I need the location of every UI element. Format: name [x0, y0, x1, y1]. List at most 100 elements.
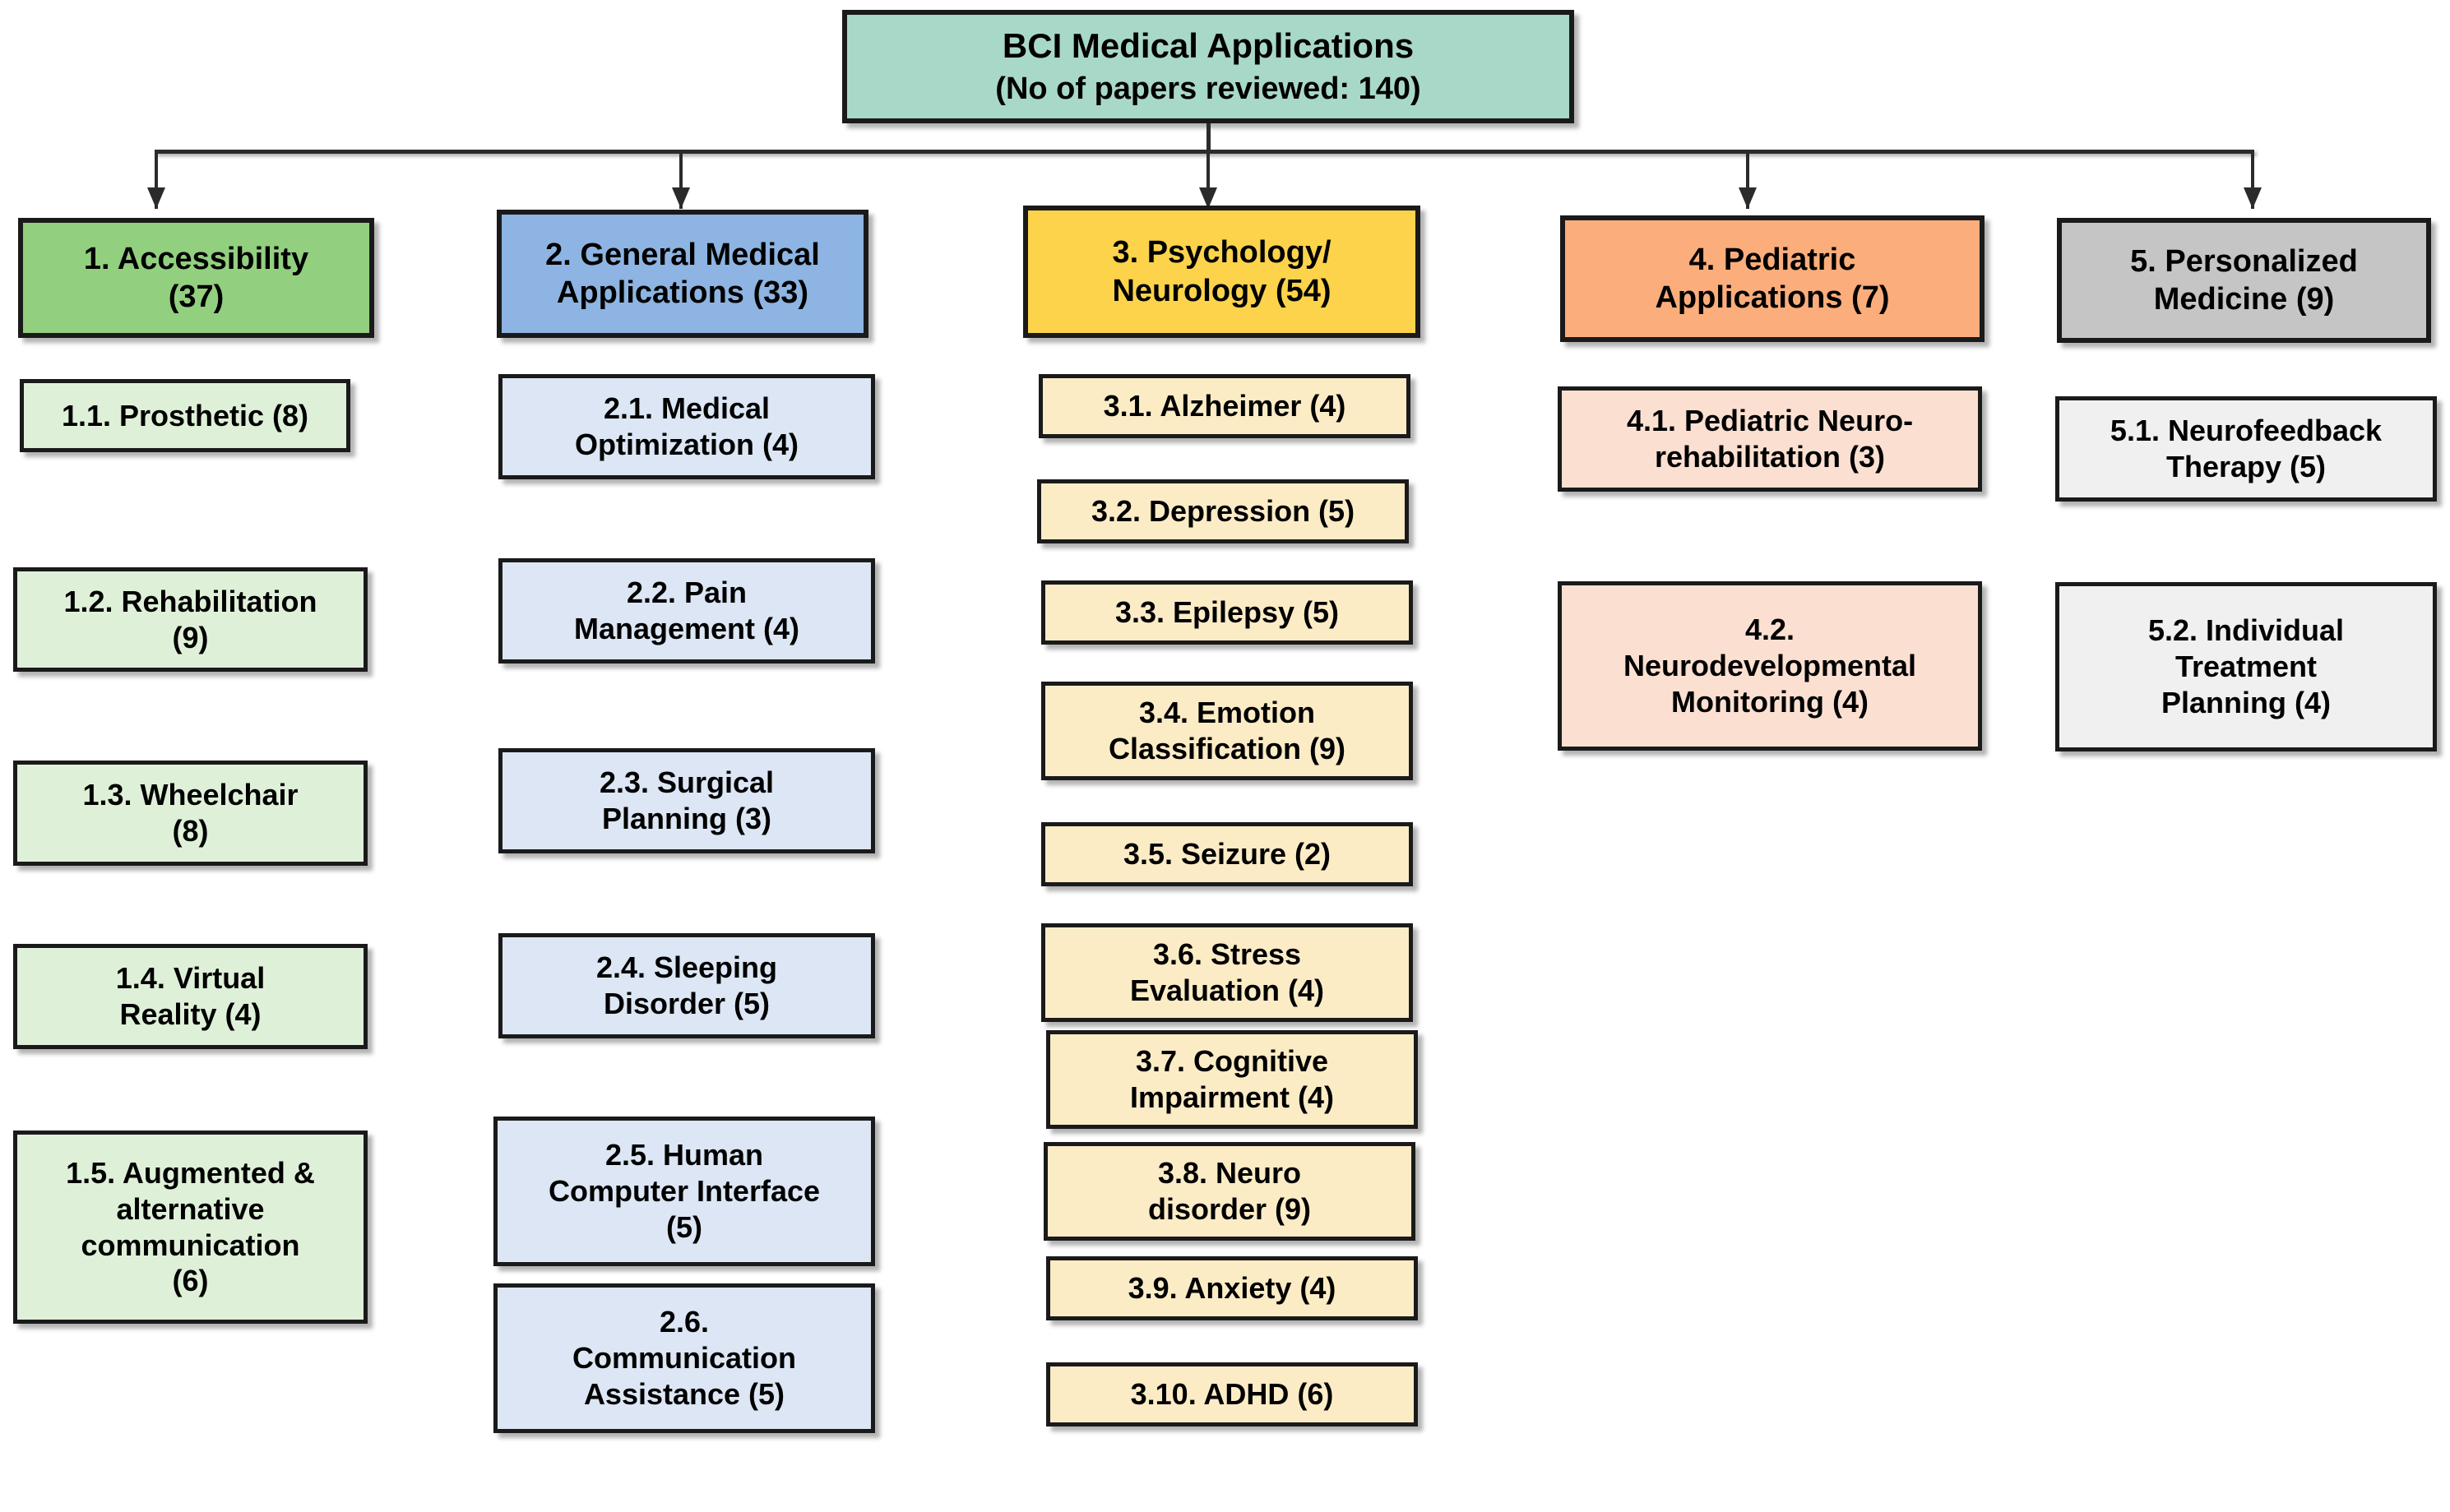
subcategory-3-10[interactable]: 3.10. ADHD (6)	[1046, 1362, 1418, 1426]
category-header-1-line1: 1. Accessibility	[83, 241, 309, 276]
subcategory-2-3[interactable]: 2.3. Surgical Planning (3)	[498, 748, 875, 853]
subcategory-2-2-line-2: Management (4)	[573, 612, 800, 645]
branch-line-5	[2251, 150, 2254, 209]
category-header-3[interactable]: 3. Psychology/ Neurology (54)	[1023, 206, 1420, 338]
subcategory-4-2-line-1: 4.2.	[1744, 613, 1795, 647]
branch-line-2	[679, 150, 683, 209]
subcategory-2-4-line-1: 2.4. Sleeping	[595, 950, 778, 985]
subcategory-2-6[interactable]: 2.6. Communication Assistance (5)	[493, 1283, 875, 1433]
subcategory-3-6-line-2: Evaluation (4)	[1129, 973, 1325, 1007]
subcategory-3-4-line-1: 3.4. Emotion	[1138, 696, 1316, 730]
subcategory-4-1-line-2: rehabilitation (3)	[1654, 440, 1886, 474]
category-header-5-line1: 5. Personalized	[2130, 243, 2358, 279]
subcategory-3-2[interactable]: 3.2. Depression (5)	[1037, 479, 1409, 543]
subcategory-1-3[interactable]: 1.3. Wheelchair (8)	[13, 761, 368, 866]
subcategory-2-1-line-2: Optimization (4)	[575, 428, 799, 461]
subcategory-1-4[interactable]: 1.4. Virtual Reality (4)	[13, 944, 368, 1049]
subcategory-2-5[interactable]: 2.5. Human Computer Interface (5)	[493, 1117, 875, 1266]
subcategory-4-1[interactable]: 4.1. Pediatric Neuro- rehabilitation (3)	[1558, 386, 1982, 492]
subcategory-4-1-line-1: 4.1. Pediatric Neuro-	[1626, 404, 1914, 438]
subcategory-4-2[interactable]: 4.2. Neurodevelopmental Monitoring (4)	[1558, 581, 1982, 751]
subcategory-2-1-line-1: 2.1. Medical	[603, 391, 771, 426]
subcategory-5-2-line-3: Planning (4)	[2161, 685, 2331, 719]
subcategory-3-3-line-1: 3.3. Epilepsy (5)	[1114, 595, 1340, 630]
branch-line-4	[1746, 150, 1749, 209]
subcategory-1-1[interactable]: 1.1. Prosthetic (8)	[20, 379, 350, 452]
category-header-3-line1: 3. Psychology/	[1112, 235, 1332, 270]
subcategory-3-7-line-2: Impairment (4)	[1129, 1080, 1335, 1114]
subcategory-1-2-line-2: (9)	[172, 620, 209, 654]
subcategory-3-8-line-2: disorder (9)	[1147, 1192, 1312, 1226]
subcategory-1-5-line-3: communication	[81, 1228, 300, 1262]
subcategory-3-9-line-1: 3.9. Anxiety (4)	[1128, 1271, 1336, 1306]
subcategory-2-1[interactable]: 2.1. Medical Optimization (4)	[498, 374, 875, 479]
category-header-1[interactable]: 1. Accessibility (37)	[18, 218, 374, 338]
category-header-5[interactable]: 5. Personalized Medicine (9)	[2057, 218, 2431, 343]
category-header-5-line2: Medicine (9)	[2153, 282, 2335, 317]
subcategory-5-1-line-2: Therapy (5)	[2165, 450, 2327, 483]
subcategory-3-6[interactable]: 3.6. Stress Evaluation (4)	[1041, 923, 1413, 1022]
subcategory-3-5[interactable]: 3.5. Seizure (2)	[1041, 822, 1413, 886]
subcategory-2-3-line-1: 2.3. Surgical	[599, 765, 775, 800]
subcategory-2-3-line-2: Planning (3)	[602, 802, 771, 835]
subcategory-3-9[interactable]: 3.9. Anxiety (4)	[1046, 1256, 1418, 1320]
subcategory-1-5-line-2: alternative	[116, 1191, 265, 1226]
subcategory-1-4-line-1: 1.4. Virtual	[115, 961, 266, 996]
subcategory-3-2-line-1: 3.2. Depression (5)	[1091, 494, 1355, 529]
category-header-2-line1: 2. General Medical	[545, 237, 820, 272]
subcategory-1-1-line-1: 1.1. Prosthetic (8)	[61, 398, 309, 432]
root-title: BCI Medical Applications	[1002, 26, 1415, 65]
category-header-1-line2: (37)	[168, 280, 225, 314]
subcategory-4-2-line-3: Monitoring (4)	[1671, 684, 1869, 719]
subcategory-3-8-line-1: 3.8. Neuro	[1157, 1156, 1302, 1191]
root-subtitle: (No of papers reviewed: 140)	[995, 71, 1421, 106]
subcategory-3-10-line-1: 3.10. ADHD (6)	[1130, 1377, 1334, 1412]
subcategory-2-5-line-3: (5)	[666, 1209, 702, 1244]
subcategory-1-2-line-1: 1.2. Rehabilitation	[63, 584, 317, 618]
branch-line-1	[155, 150, 158, 209]
subcategory-3-1-line-1: 3.1. Alzheimer (4)	[1103, 389, 1346, 423]
subcategory-3-8[interactable]: 3.8. Neuro disorder (9)	[1044, 1142, 1415, 1241]
subcategory-1-5-line-4: (6)	[172, 1264, 209, 1298]
subcategory-3-1[interactable]: 3.1. Alzheimer (4)	[1039, 374, 1410, 438]
subcategory-2-6-line-2: Communication	[572, 1341, 796, 1376]
subcategory-3-4[interactable]: 3.4. Emotion Classification (9)	[1041, 682, 1413, 780]
category-header-4[interactable]: 4. Pediatric Applications (7)	[1560, 215, 1985, 342]
branch-arrow-5	[2244, 187, 2262, 209]
branch-arrow-3	[1199, 187, 1217, 209]
subcategory-2-4-line-2: Disorder (5)	[603, 987, 771, 1020]
category-header-4-line1: 4. Pediatric	[1688, 242, 1856, 277]
subcategory-2-6-line-3: Assistance (5)	[583, 1376, 785, 1411]
subcategory-2-5-line-1: 2.5. Human	[604, 1138, 764, 1172]
branch-arrow-2	[672, 187, 690, 209]
subcategory-2-6-line-1: 2.6.	[659, 1305, 710, 1339]
subcategory-3-7-line-1: 3.7. Cognitive	[1135, 1044, 1329, 1079]
subcategory-5-2[interactable]: 5.2. Individual Treatment Planning (4)	[2055, 582, 2437, 751]
category-header-4-line2: Applications (7)	[1655, 280, 1890, 315]
subcategory-1-5-line-1: 1.5. Augmented &	[66, 1155, 315, 1190]
subcategory-3-7[interactable]: 3.7. Cognitive Impairment (4)	[1046, 1030, 1418, 1129]
branch-arrow-1	[147, 187, 165, 209]
subcategory-3-3[interactable]: 3.3. Epilepsy (5)	[1041, 580, 1413, 645]
subcategory-5-1[interactable]: 5.1. Neurofeedback Therapy (5)	[2055, 396, 2437, 502]
subcategory-5-2-line-2: Treatment	[2174, 650, 2318, 684]
branch-bus	[155, 150, 2254, 154]
subcategory-3-6-line-1: 3.6. Stress	[1152, 937, 1302, 972]
subcategory-4-2-line-2: Neurodevelopmental	[1623, 649, 1917, 683]
subcategory-2-2-line-1: 2.2. Pain	[626, 576, 748, 610]
subcategory-1-5[interactable]: 1.5. Augmented & alternative communicati…	[13, 1131, 368, 1324]
subcategory-3-4-line-2: Classification (9)	[1108, 732, 1346, 765]
subcategory-1-2[interactable]: 1.2. Rehabilitation (9)	[13, 567, 368, 672]
subcategory-5-2-line-1: 5.2. Individual	[2147, 613, 2345, 648]
subcategory-2-4[interactable]: 2.4. Sleeping Disorder (5)	[498, 933, 875, 1038]
subcategory-1-3-line-2: (8)	[172, 814, 209, 848]
category-header-2[interactable]: 2. General Medical Applications (33)	[497, 210, 868, 338]
branch-line-3	[1206, 150, 1210, 209]
subcategory-1-3-line-1: 1.3. Wheelchair	[82, 778, 299, 812]
subcategory-2-5-line-2: Computer Interface	[548, 1174, 821, 1209]
subcategory-2-2[interactable]: 2.2. Pain Management (4)	[498, 558, 875, 664]
subcategory-5-1-line-1: 5.1. Neurofeedback	[2110, 414, 2383, 448]
category-header-3-line2: Neurology (54)	[1112, 273, 1332, 308]
root-stem	[1206, 123, 1211, 151]
